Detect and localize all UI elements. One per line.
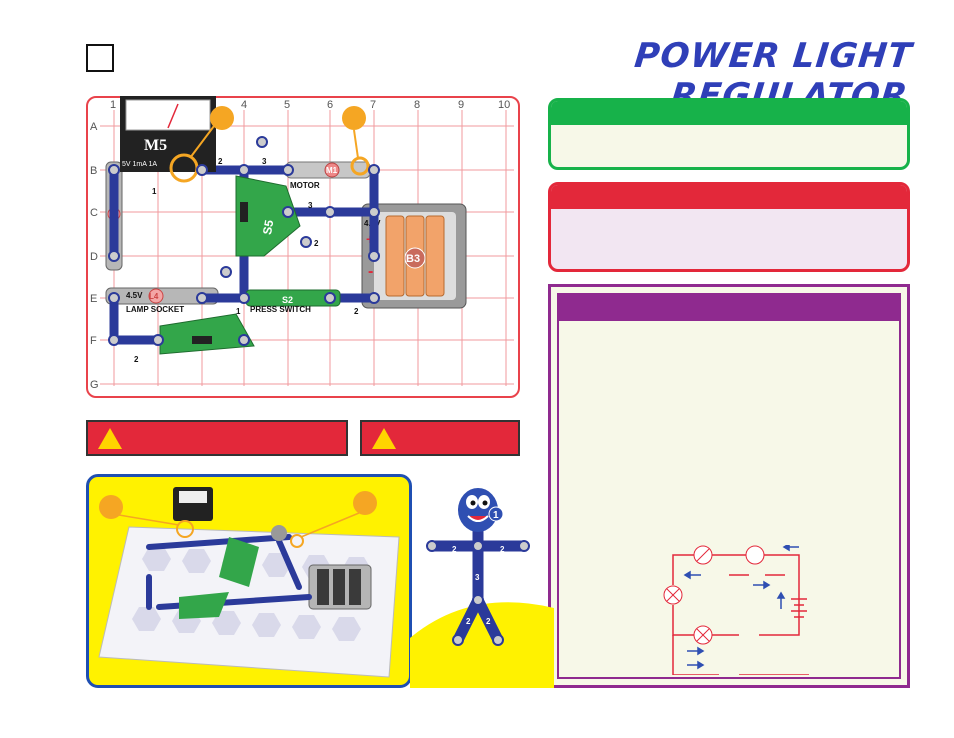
instruction-panel-green: [548, 98, 910, 170]
row-label: G: [90, 379, 99, 391]
slide-switch-label: S5: [260, 219, 276, 236]
row-label: F: [90, 335, 97, 347]
warning-icon: [98, 428, 122, 449]
panel-header-red: [551, 185, 907, 209]
circuit-board: 1 2 3 4 5 6 7 8 9 10 A B C D E F G B3: [86, 96, 520, 398]
slide-switch-lower: [159, 313, 255, 355]
col-label: 7: [370, 99, 376, 111]
snap-number: 2: [314, 239, 319, 248]
highlight-marker: [210, 106, 234, 130]
highlight-marker: [342, 106, 366, 130]
panel-header-purple: [559, 295, 899, 321]
row-label: D: [90, 251, 98, 263]
col-label: 1: [110, 99, 116, 111]
slide-switch-upper: [235, 175, 301, 257]
col-label: 9: [458, 99, 464, 111]
lamp-volt: 4.5V: [126, 291, 143, 300]
mascot-leg-number: 2: [466, 617, 471, 626]
col-label: 5: [284, 99, 290, 111]
lamp-label: L4: [149, 292, 159, 301]
panel-header-green: [551, 101, 907, 125]
meter-label: M5: [144, 137, 167, 154]
press-switch-text: PRESS SWITCH: [250, 305, 311, 314]
col-label: 4: [241, 99, 247, 111]
warning-icon: [372, 428, 396, 449]
instruction-panel-red: [548, 182, 910, 272]
schematic-diagram: [663, 545, 809, 675]
motor-symbol: [745, 545, 765, 565]
snap-number: 1: [152, 187, 157, 196]
snap-number: 3: [262, 157, 267, 166]
warning-banner: [86, 420, 348, 456]
snap-number: 2: [134, 355, 139, 364]
circuit-photo: [86, 474, 412, 688]
mascot-leg-number: 2: [486, 617, 491, 626]
mascot-body-number: 3: [475, 573, 480, 582]
circuit-diagram: 1 2 3 4 5 6 7 8 9 10 A B C D E F G B3: [90, 96, 514, 391]
instruction-panel-purple: [548, 284, 910, 688]
lamp-socket-text: LAMP SOCKET: [126, 305, 184, 314]
battery-label: B3: [406, 253, 420, 265]
mascot-character: 1 2 2 3 2 2: [410, 488, 554, 688]
snap-number: 2: [354, 307, 359, 316]
mascot-arm-number: 2: [452, 545, 457, 554]
project-checkbox[interactable]: [86, 44, 114, 72]
motor-text: MOTOR: [290, 181, 320, 190]
snap-number: 1: [236, 307, 241, 316]
meter-scale: 5V 1mA 1A: [122, 161, 157, 168]
battery-minus: -: [368, 263, 373, 280]
row-label: B: [90, 165, 97, 177]
press-switch-label: S2: [282, 295, 293, 305]
row-label: C: [90, 207, 98, 219]
warning-banner: [360, 420, 520, 456]
col-label: 8: [414, 99, 420, 111]
row-label: A: [90, 121, 98, 133]
col-label: 6: [327, 99, 333, 111]
motor-label: M1: [326, 166, 338, 175]
col-label: 10: [498, 99, 510, 111]
mascot-arm-number: 2: [500, 545, 505, 554]
snap-number: 3: [308, 201, 313, 210]
battery-holder: B3 4.5V + -: [361, 203, 467, 309]
mascot-badge: 1: [493, 510, 499, 521]
row-label: E: [90, 293, 97, 305]
snap-number: 2: [218, 157, 223, 166]
